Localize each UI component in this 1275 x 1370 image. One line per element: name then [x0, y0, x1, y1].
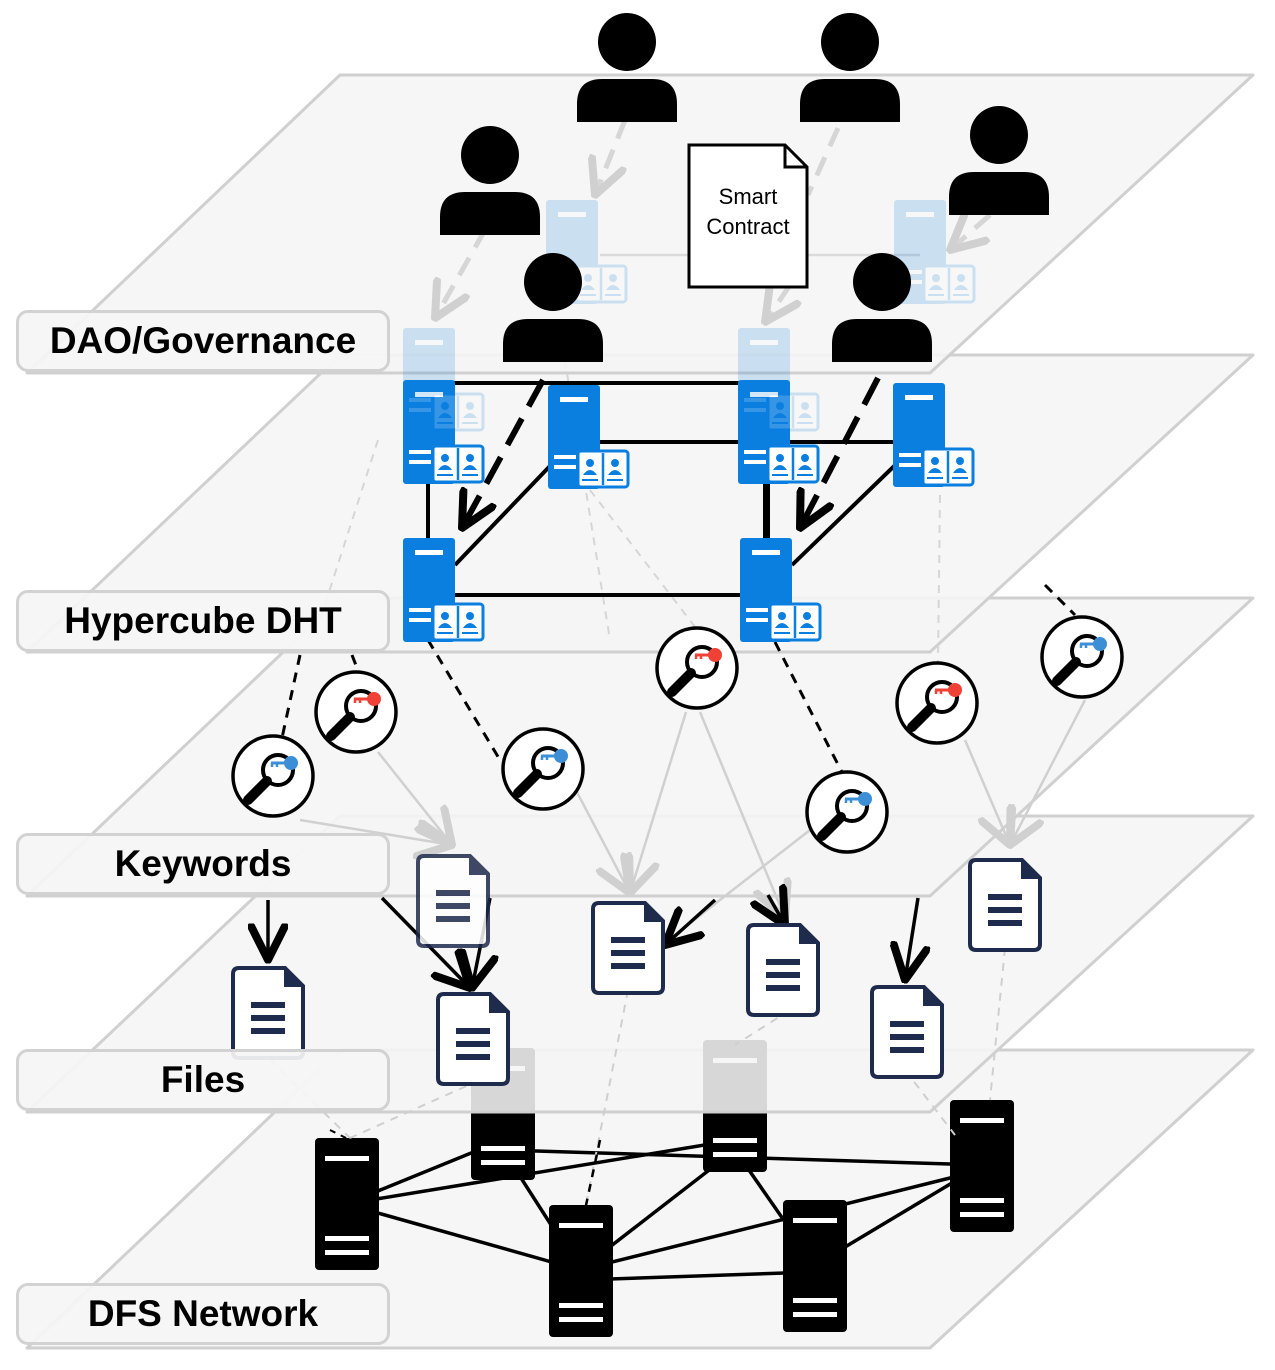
layer-label-dht: Hypercube DHT [16, 590, 390, 652]
user-to-node-arrows [435, 119, 992, 322]
key-search-icon-1 [314, 670, 398, 754]
dht-node-1 [403, 380, 485, 484]
dht-node-faded-4 [738, 328, 820, 432]
document-icon-7 [870, 985, 944, 1079]
key-search-icon-5 [805, 770, 889, 854]
smart-contract-line1: Smart [718, 184, 778, 209]
smart-contract-line2: Contract [706, 214, 790, 239]
dht-node-4 [893, 383, 975, 487]
dfs-server-4 [950, 1100, 1014, 1232]
layer-label-files: Files [16, 1049, 390, 1111]
key-search-icon-3 [501, 727, 585, 811]
layer-label-dfs: DFS Network [16, 1283, 390, 1345]
document-icon-2 [968, 858, 1042, 952]
user-icon-2 [800, 13, 900, 122]
plane-dao [25, 73, 1255, 375]
layer-label-dao: DAO/Governance [16, 310, 390, 372]
user-icon-1 [577, 13, 677, 122]
user-icon-6 [832, 253, 932, 362]
key-search-icon-4 [655, 626, 739, 710]
user-icon-3 [440, 126, 540, 235]
dht-node-6 [740, 538, 822, 642]
contract-document-icon [687, 143, 809, 289]
user-to-dht-arrows [462, 376, 881, 528]
key-search-icon-7 [1040, 615, 1124, 699]
dht-node-3 [548, 385, 630, 489]
document-icon-4 [746, 923, 820, 1017]
layer-label-keywords: Keywords [16, 833, 390, 895]
dfs-server-1 [315, 1138, 379, 1270]
dfs-server-5 [549, 1205, 613, 1337]
user-icon-4 [949, 106, 1049, 215]
key-search-icon-6 [895, 661, 979, 745]
user-icon-5 [503, 253, 603, 362]
dfs-server-6 [783, 1200, 847, 1332]
document-icon-6 [436, 992, 510, 1086]
dht-node-5 [403, 538, 485, 642]
dht-node-2 [738, 380, 820, 484]
document-icon-5 [231, 966, 305, 1060]
document-icon-3 [591, 901, 665, 995]
smart-contract-label: Smart Contract [689, 182, 807, 242]
key-search-icon-2 [231, 734, 315, 818]
dht-node-faded-3 [403, 328, 485, 432]
keyword-to-file-arrows [268, 699, 1087, 988]
dht-node-faded-2 [894, 200, 976, 304]
document-icon-1 [416, 854, 490, 948]
